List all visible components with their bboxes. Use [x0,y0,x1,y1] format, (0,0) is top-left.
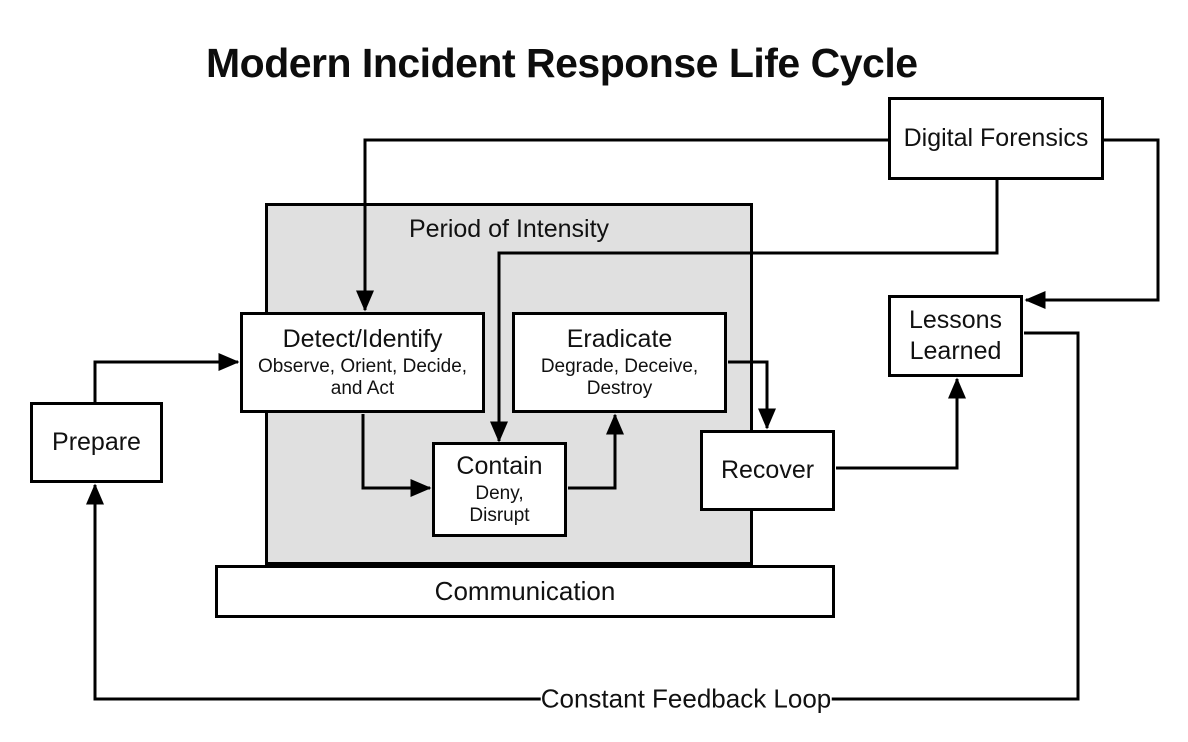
period-of-intensity-label: Period of Intensity [408,215,610,243]
edge-recover-to-lessons [836,377,966,470]
node-digital-forensics: Digital Forensics [888,97,1104,180]
node-communication: Communication [215,565,835,618]
node-lessons-learned-label: Lessons Learned [908,305,1003,365]
node-communication-label: Communication [434,576,616,607]
edge-prepare-to-detect [93,353,240,402]
node-recover-label: Recover [720,455,815,484]
node-eradicate-label: Eradicate [566,325,673,354]
node-detect-identify-label: Detect/Identify [282,325,443,354]
node-lessons-learned: Lessons Learned [888,295,1023,377]
node-recover: Recover [700,430,835,511]
node-eradicate-sublabel: Degrade, Deceive, Destroy [540,355,699,400]
node-prepare-label: Prepare [52,427,141,456]
node-contain-sublabel: Deny, Disrupt [469,482,530,527]
node-prepare: Prepare [30,402,163,483]
constant-feedback-loop-label: Constant Feedback Loop [540,683,832,715]
node-eradicate: Eradicate Degrade, Deceive, Destroy [512,312,727,413]
diagram-title: Modern Incident Response Life Cycle [206,40,918,86]
node-digital-forensics-label: Digital Forensics [903,123,1089,152]
node-detect-identify: Detect/Identify Observe, Orient, Decide,… [240,312,485,413]
node-detect-identify-sublabel: Observe, Orient, Decide, and Act [257,355,468,400]
node-contain-label: Contain [456,452,543,481]
node-contain: Contain Deny, Disrupt [432,442,567,537]
